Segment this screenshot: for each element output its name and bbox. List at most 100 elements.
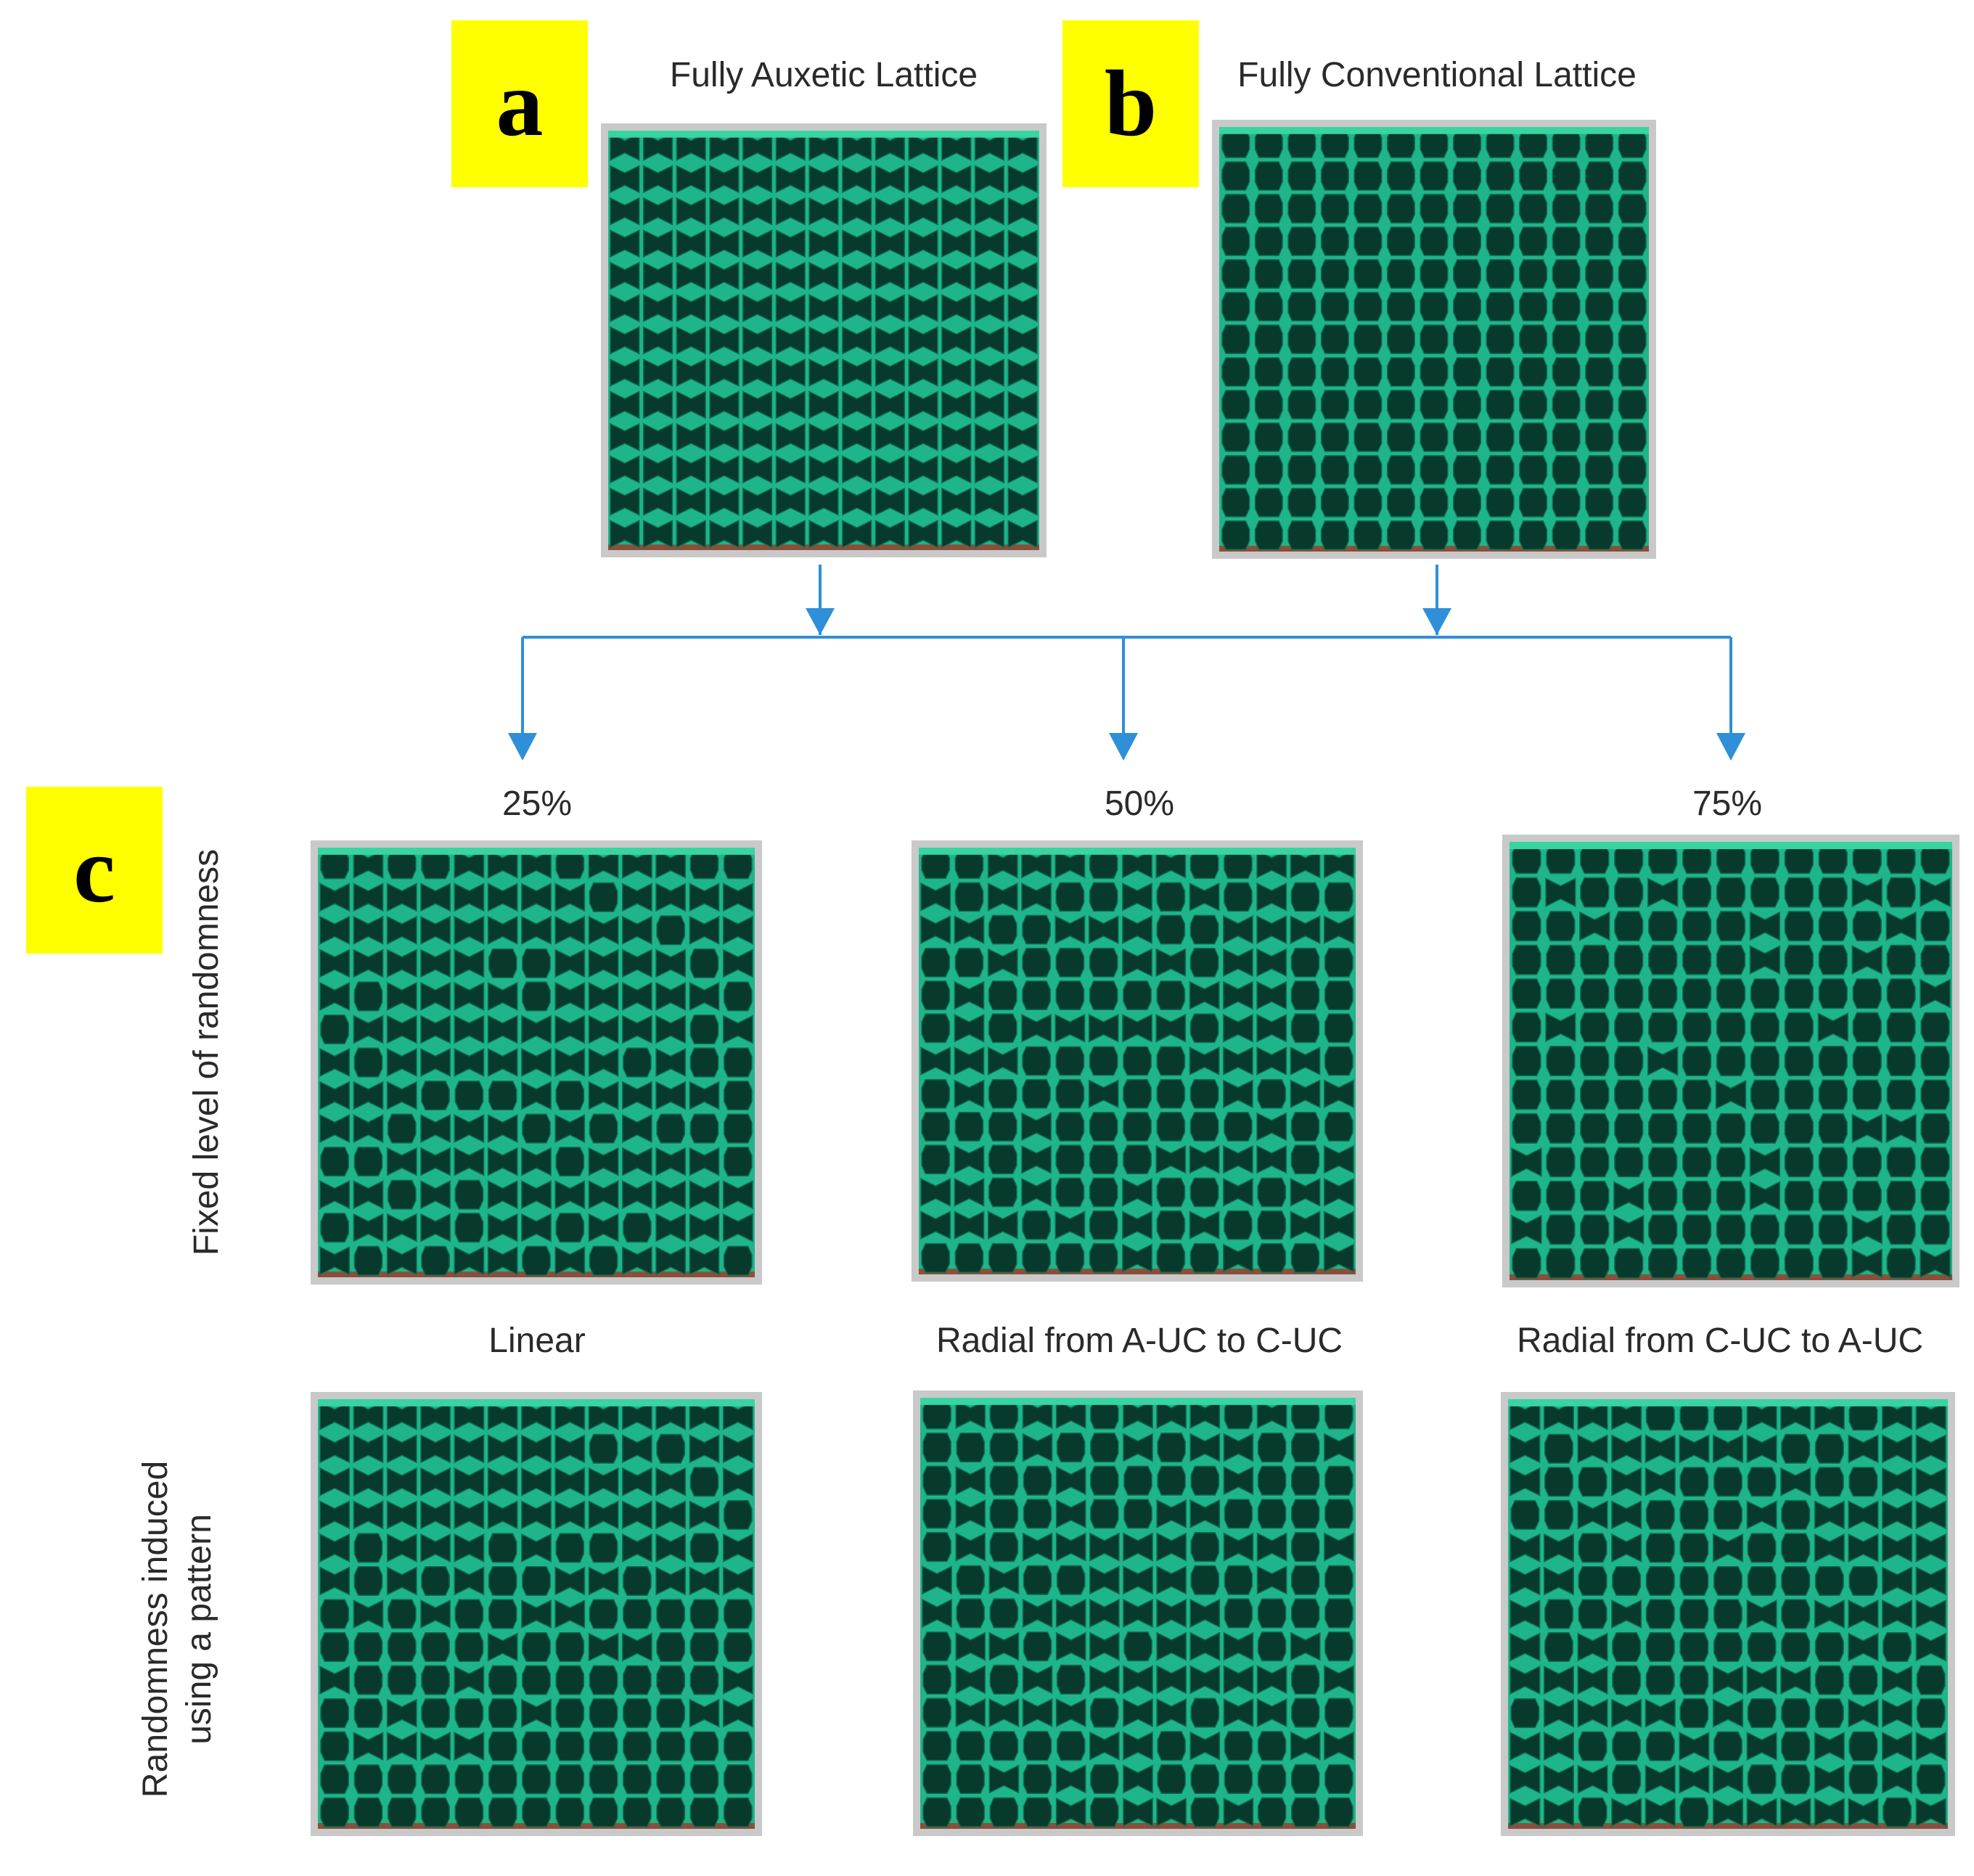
conventional-cell <box>1190 1465 1220 1496</box>
conventional-cell <box>1156 882 1186 912</box>
lattice-svg <box>920 1398 1356 1829</box>
conventional-cell <box>1090 1499 1119 1529</box>
conventional-cell <box>1324 882 1353 912</box>
auxetic-cell <box>622 849 652 879</box>
conventional-cell <box>1221 455 1250 485</box>
conventional-cell <box>954 1112 984 1142</box>
auxetic-cell <box>1915 1401 1946 1430</box>
auxetic-cell <box>319 1114 351 1144</box>
auxetic-cell <box>676 229 706 258</box>
auxetic-cell <box>808 132 839 161</box>
conventional-cell <box>723 1797 753 1827</box>
auxetic-cell <box>1323 1079 1354 1109</box>
auxetic-cell <box>420 1599 451 1629</box>
auxetic-cell <box>722 915 753 945</box>
conventional-cell <box>1512 978 1541 1009</box>
auxetic-cell <box>842 520 872 549</box>
conventional-cell <box>1452 226 1482 256</box>
conventional-cell <box>1486 259 1515 289</box>
auxetic-cell <box>1545 1012 1576 1042</box>
auxetic-cell <box>386 915 417 945</box>
caption-25-percent: 25% <box>501 785 573 823</box>
auxetic-cell <box>554 1500 586 1530</box>
conventional-cell <box>1747 1467 1777 1497</box>
conventional-cell <box>1290 1432 1320 1463</box>
conventional-cell <box>1645 1599 1675 1629</box>
conventional-cell <box>989 1531 1019 1562</box>
row-label-pattern-line2: using a pattern <box>180 1514 218 1745</box>
auxetic-cell <box>1323 915 1354 945</box>
conventional-cell <box>1544 1599 1573 1629</box>
auxetic-cell <box>1324 1665 1354 1695</box>
conventional-cell <box>1023 1797 1052 1827</box>
auxetic-cell <box>808 326 839 355</box>
conventional-cell <box>421 1665 450 1695</box>
auxetic-cell <box>742 294 773 323</box>
lattice-top-edge <box>919 848 1356 855</box>
conventional-cell <box>956 1731 986 1761</box>
conventional-cell <box>589 882 618 912</box>
auxetic-cell <box>955 1631 986 1661</box>
auxetic-cell <box>808 520 839 549</box>
auxetic-cell <box>941 132 972 161</box>
conventional-cell <box>1290 1465 1320 1496</box>
conventional-cell <box>1578 1565 1608 1596</box>
conventional-cell <box>1614 911 1644 942</box>
conventional-cell <box>1324 1565 1353 1595</box>
auxetic-cell <box>487 1047 518 1078</box>
conventional-cell <box>1580 1147 1610 1178</box>
auxetic-cell <box>974 390 1005 419</box>
conventional-cell <box>1290 1144 1320 1175</box>
auxetic-cell <box>454 1147 485 1176</box>
conventional-cell <box>488 1731 517 1761</box>
auxetic-cell <box>709 132 740 161</box>
conventional-cell <box>1420 194 1449 224</box>
auxetic-cell <box>1324 1731 1354 1761</box>
conventional-cell <box>921 980 951 1010</box>
conventional-cell <box>1386 324 1416 354</box>
conventional-cell <box>1353 455 1383 485</box>
conventional-cell <box>1848 1467 1878 1497</box>
conventional-cell <box>1920 911 1950 942</box>
conventional-cell <box>522 1731 551 1761</box>
auxetic-cell <box>1882 1533 1913 1562</box>
conventional-cell <box>1320 161 1349 191</box>
conventional-cell <box>989 1731 1019 1761</box>
conventional-cell <box>922 1531 951 1562</box>
conventional-cell <box>1618 390 1647 419</box>
auxetic-cell <box>1223 980 1253 1010</box>
auxetic-cell <box>988 1565 1020 1595</box>
auxetic-cell <box>1223 948 1253 978</box>
auxetic-cell <box>742 358 773 387</box>
conventional-cell <box>988 980 1017 1010</box>
conventional-cell <box>1750 877 1780 908</box>
auxetic-cell <box>908 261 938 290</box>
conventional-cell <box>1618 520 1647 550</box>
conventional-cell <box>1486 390 1515 419</box>
auxetic-cell <box>610 197 640 226</box>
auxetic-cell <box>642 261 673 290</box>
auxetic-cell <box>655 1047 687 1078</box>
conventional-cell <box>1386 357 1416 387</box>
auxetic-cell <box>1851 877 1883 908</box>
conventional-cell <box>1056 1731 1086 1761</box>
auxetic-cell <box>1746 1599 1777 1629</box>
conventional-cell <box>1189 1112 1219 1142</box>
auxetic-cell <box>775 358 806 387</box>
conventional-cell <box>1552 259 1581 289</box>
conventional-cell <box>988 1013 1017 1044</box>
conventional-cell <box>1618 161 1647 191</box>
auxetic-cell <box>353 1599 384 1629</box>
conventional-cell <box>1420 357 1449 387</box>
auxetic-cell <box>588 981 619 1011</box>
auxetic-cell <box>987 882 1018 912</box>
conventional-cell <box>1189 1242 1219 1273</box>
conventional-cell <box>1612 1764 1642 1795</box>
conventional-cell <box>1682 1147 1712 1178</box>
conventional-cell <box>1546 978 1576 1009</box>
conventional-cell <box>1510 1698 1540 1729</box>
conventional-cell <box>954 882 984 912</box>
auxetic-cell <box>709 358 740 387</box>
auxetic-cell <box>1577 1698 1608 1728</box>
auxetic-cell <box>1256 1144 1287 1174</box>
